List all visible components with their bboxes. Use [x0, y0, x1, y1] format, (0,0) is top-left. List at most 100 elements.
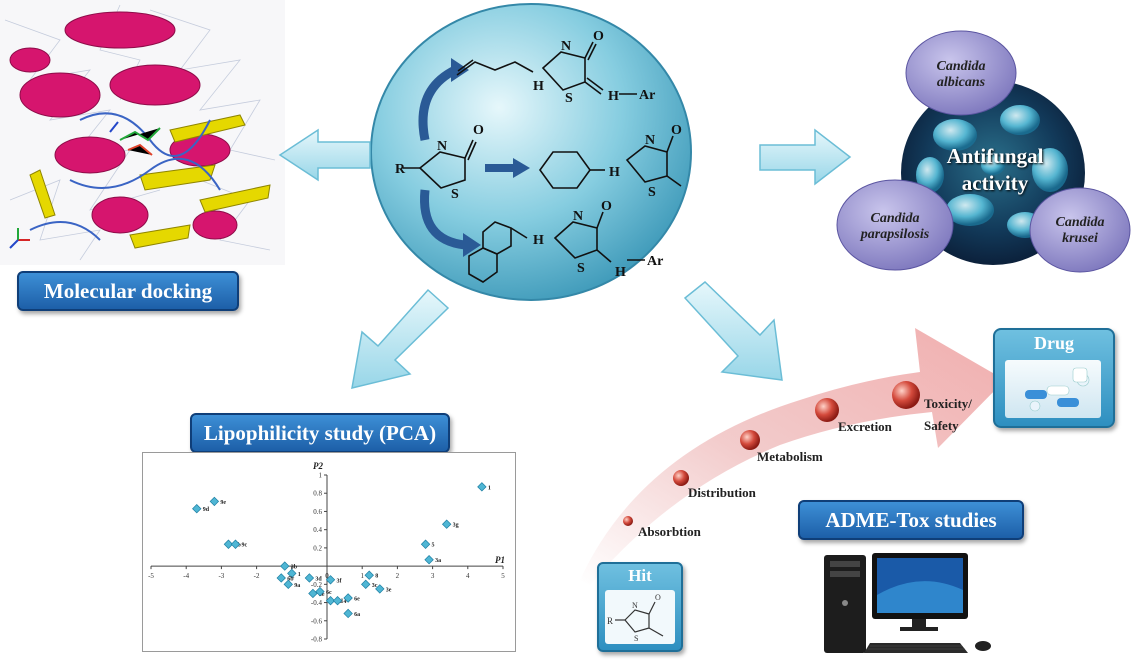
data-point-label: 6e: [354, 597, 360, 603]
bot-s-atom: S: [577, 261, 585, 276]
hit-r-atom: R: [607, 616, 613, 626]
stage-toxicity: Toxicity/: [924, 396, 972, 411]
data-point: [332, 596, 343, 606]
core-r-atom: R: [395, 162, 406, 177]
data-point-label: 3d: [315, 576, 322, 582]
y-tick-label: -0.8: [311, 636, 323, 644]
data-point: [283, 579, 293, 590]
data-point: [343, 593, 353, 603]
data-point: [343, 608, 353, 619]
species-krusei: Candida krusei: [1030, 201, 1130, 261]
species-parapsilosis: Candida parapsilosis: [837, 197, 953, 257]
docking-protein-image: [0, 0, 285, 265]
data-point-label: 3e: [386, 587, 392, 593]
y-tick-label: -0.4: [311, 599, 323, 607]
hit-o-atom: O: [655, 593, 661, 602]
y-tick-label: 0.6: [313, 508, 322, 516]
data-point-label: 3c: [372, 583, 378, 589]
hit-s-atom: S: [634, 634, 638, 643]
data-point-label: 1: [488, 485, 491, 491]
data-point-label: 9e: [220, 500, 226, 506]
data-point: [441, 519, 452, 529]
x-tick-label: 5: [501, 572, 505, 580]
drug-label: Drug: [1034, 333, 1074, 353]
y-tick-label: -0.2: [311, 581, 323, 589]
x-tick-label: 4: [466, 572, 470, 580]
data-point-label: 9a: [294, 583, 300, 589]
pca-label: Lipophilicity study (PCA): [190, 413, 450, 453]
x-tick-label: -2: [254, 572, 260, 580]
species-parapsilosis-name: parapsilosis: [860, 227, 930, 242]
species-albicans-name: albicans: [936, 75, 986, 90]
data-point-label: 3b: [291, 565, 298, 571]
x-tick-label: -4: [183, 572, 189, 580]
arrow-to-pca: [351, 288, 450, 389]
data-point: [315, 586, 325, 597]
data-point-label: 6b: [287, 576, 294, 582]
x-tick-label: 3: [431, 572, 435, 580]
data-point-label: 4: [344, 599, 347, 605]
data-point-label: 3f: [337, 578, 343, 584]
data-point-label: 3e: [319, 592, 325, 598]
x-tick-label: 2: [396, 572, 400, 580]
top-h-atom: H: [608, 89, 619, 104]
y-tick-label: 0.4: [313, 526, 322, 534]
top-s-atom: S: [565, 91, 573, 106]
data-point: [361, 579, 371, 590]
stage-distribution: Distribution: [688, 485, 756, 500]
bot-ar-label: Ar: [647, 254, 663, 269]
y-tick-label: -0.6: [311, 617, 323, 625]
drug-card: Drug: [993, 328, 1115, 428]
species-krusei-genus: Candida: [1055, 215, 1105, 230]
top-nh-atom: H: [533, 79, 544, 94]
data-point: [276, 573, 286, 583]
bot-nh-atom: H: [533, 233, 544, 248]
data-point: [325, 575, 336, 585]
core-s-atom: S: [451, 187, 459, 202]
data-point-label: 6a: [354, 612, 360, 618]
mid-n-atom: N: [645, 133, 655, 148]
bot-n-atom: N: [573, 209, 583, 224]
data-point-label: 9c: [241, 543, 247, 549]
central-synthesis-circle: R N S O N O S H Ar H N O S H N O S H Ar …: [365, 0, 697, 305]
data-point: [420, 539, 431, 549]
arrow-to-docking: [278, 128, 371, 182]
x-tick-label: -5: [148, 572, 154, 580]
data-point: [192, 504, 202, 514]
data-point: [304, 573, 315, 583]
pca-scatter-plot: -5-4-3-2-101234510.80.60.40.2-0.2-0.4-0.…: [148, 461, 505, 644]
y-tick-label: 1: [319, 472, 323, 480]
hit-n-atom: N: [632, 601, 638, 610]
y-tick-label: 0.8: [313, 490, 322, 498]
bot-o-atom: O: [601, 199, 612, 214]
top-ar-label: Ar: [639, 88, 655, 103]
species-krusei-name: krusei: [1062, 231, 1098, 246]
mid-s-atom: S: [648, 185, 656, 200]
molecular-docking-label: Molecular docking: [17, 271, 239, 311]
data-point: [477, 482, 487, 492]
core-o-atom: O: [473, 123, 484, 138]
data-point: [287, 568, 297, 579]
stage-absorption: Absorbtion: [638, 524, 701, 539]
x-tick-label: 0: [325, 572, 329, 580]
x-axis-title: P1: [495, 555, 505, 565]
hit-label: Hit: [628, 566, 652, 585]
antifungal-title-line1: Antifungal: [946, 144, 1044, 168]
data-point: [325, 596, 336, 606]
data-point-label: 6c: [326, 590, 332, 596]
y-tick-label: 0.2: [313, 544, 322, 552]
data-point: [308, 588, 318, 599]
x-tick-label: -3: [218, 572, 224, 580]
x-tick-label: 1: [360, 572, 364, 580]
arrow-to-antifungal: [759, 128, 852, 186]
antifungal-cluster: Antifungal activity Candida albicans Can…: [835, 25, 1134, 280]
data-point-label: 5: [432, 543, 435, 549]
species-albicans-genus: Candida: [936, 59, 986, 74]
stage-safety: Safety: [924, 418, 959, 433]
data-point-label: 8: [375, 574, 378, 580]
data-point-label: 3g: [453, 523, 459, 529]
drug-pills-image: [1005, 360, 1101, 418]
hit-card: Hit R N S O: [597, 562, 683, 652]
data-point: [209, 496, 220, 507]
